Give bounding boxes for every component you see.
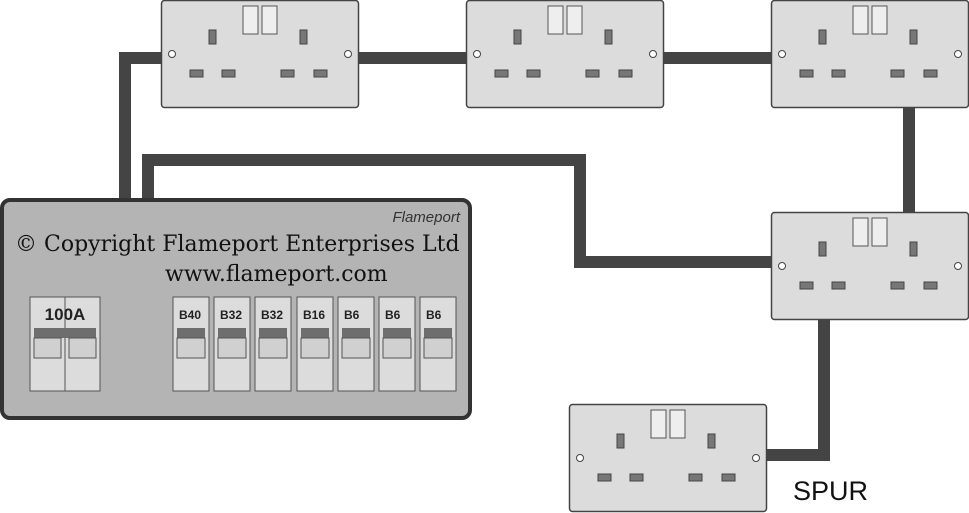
switch-right[interactable] <box>871 5 888 35</box>
screw-hole <box>344 50 352 58</box>
breaker-label: B40 <box>179 308 201 322</box>
spur-label: SPUR <box>793 476 868 506</box>
switch-left[interactable] <box>852 217 869 247</box>
breaker-label: B6 <box>344 308 360 322</box>
pin-slot <box>494 69 509 78</box>
switch-right[interactable] <box>261 5 278 35</box>
pin-slot <box>313 69 328 78</box>
socket-faceplate <box>568 403 768 513</box>
socket-spur <box>568 403 768 513</box>
breaker-1[interactable]: B40 <box>172 296 210 392</box>
breaker-5[interactable]: B6 <box>337 296 375 392</box>
main-switch-label: 100A <box>45 305 86 324</box>
earth-pin-slot <box>818 241 827 257</box>
pin-slot <box>890 69 905 78</box>
switch-right[interactable] <box>871 217 888 247</box>
screw-hole <box>954 262 962 270</box>
earth-pin-slot <box>604 29 613 45</box>
pin-slot <box>618 69 633 78</box>
earth-pin-slot <box>818 29 827 45</box>
breaker-3[interactable]: B32 <box>254 296 292 392</box>
earth-pin-slot <box>909 29 918 45</box>
switch-left[interactable] <box>242 5 259 35</box>
pin-slot <box>831 281 846 290</box>
switch-left[interactable] <box>852 5 869 35</box>
pin-slot <box>221 69 236 78</box>
spur-cable <box>760 312 830 461</box>
earth-pin-slot <box>208 29 217 45</box>
breaker-label: B32 <box>261 308 283 322</box>
switch-right[interactable] <box>566 5 583 35</box>
breakers: B40 B32 B32 B16 B6 B6 B6 <box>172 296 457 392</box>
sockets <box>160 0 969 513</box>
breaker-6[interactable]: B6 <box>378 296 416 392</box>
screw-hole <box>576 454 584 462</box>
pin-slot <box>923 69 938 78</box>
breaker-label: B6 <box>426 308 442 322</box>
socket-2 <box>465 0 665 109</box>
earth-pin-slot <box>909 241 918 257</box>
screw-hole <box>954 50 962 58</box>
breaker-label: B16 <box>303 308 325 322</box>
socket-faceplate <box>465 0 665 109</box>
pin-slot <box>189 69 204 78</box>
copyright-watermark: © Copyright Flameport Enterprises Ltd <box>15 232 460 257</box>
earth-pin-slot <box>513 29 522 45</box>
earth-pin-slot <box>299 29 308 45</box>
website-watermark: www.flameport.com <box>165 262 388 287</box>
pin-slot <box>629 473 644 482</box>
pin-slot <box>280 69 295 78</box>
breaker-7[interactable]: B6 <box>419 296 457 392</box>
earth-pin-slot <box>616 433 625 449</box>
switch-right[interactable] <box>669 409 686 439</box>
socket-faceplate <box>770 211 969 321</box>
pin-slot <box>597 473 612 482</box>
screw-hole <box>778 50 786 58</box>
screw-hole <box>778 262 786 270</box>
socket-3 <box>770 0 969 109</box>
socket-faceplate <box>160 0 360 109</box>
screw-hole <box>649 50 657 58</box>
pin-slot <box>831 69 846 78</box>
pin-slot <box>688 473 703 482</box>
socket-faceplate <box>770 0 969 109</box>
pin-slot <box>585 69 600 78</box>
breaker-2[interactable]: B32 <box>213 296 251 392</box>
breaker-label: B32 <box>220 308 242 322</box>
pin-slot <box>721 473 736 482</box>
ring-cable-return <box>142 154 780 268</box>
socket-4 <box>770 211 969 321</box>
pin-slot <box>890 281 905 290</box>
breaker-label: B6 <box>385 308 401 322</box>
screw-hole <box>168 50 176 58</box>
screw-hole <box>473 50 481 58</box>
brand-logo: Flameport <box>392 209 460 226</box>
pin-slot <box>923 281 938 290</box>
pin-slot <box>799 281 814 290</box>
earth-pin-slot <box>707 433 716 449</box>
switch-left[interactable] <box>547 5 564 35</box>
screw-hole <box>752 454 760 462</box>
socket-1 <box>160 0 360 109</box>
pin-slot <box>799 69 814 78</box>
pin-slot <box>526 69 541 78</box>
breaker-4[interactable]: B16 <box>296 296 334 392</box>
main-switch[interactable]: 100A <box>29 296 101 392</box>
switch-left[interactable] <box>650 409 667 439</box>
consumer-unit: Flameport 100A B40 B32 B32 B16 B6 B6 B6 © Copy… <box>0 198 472 420</box>
